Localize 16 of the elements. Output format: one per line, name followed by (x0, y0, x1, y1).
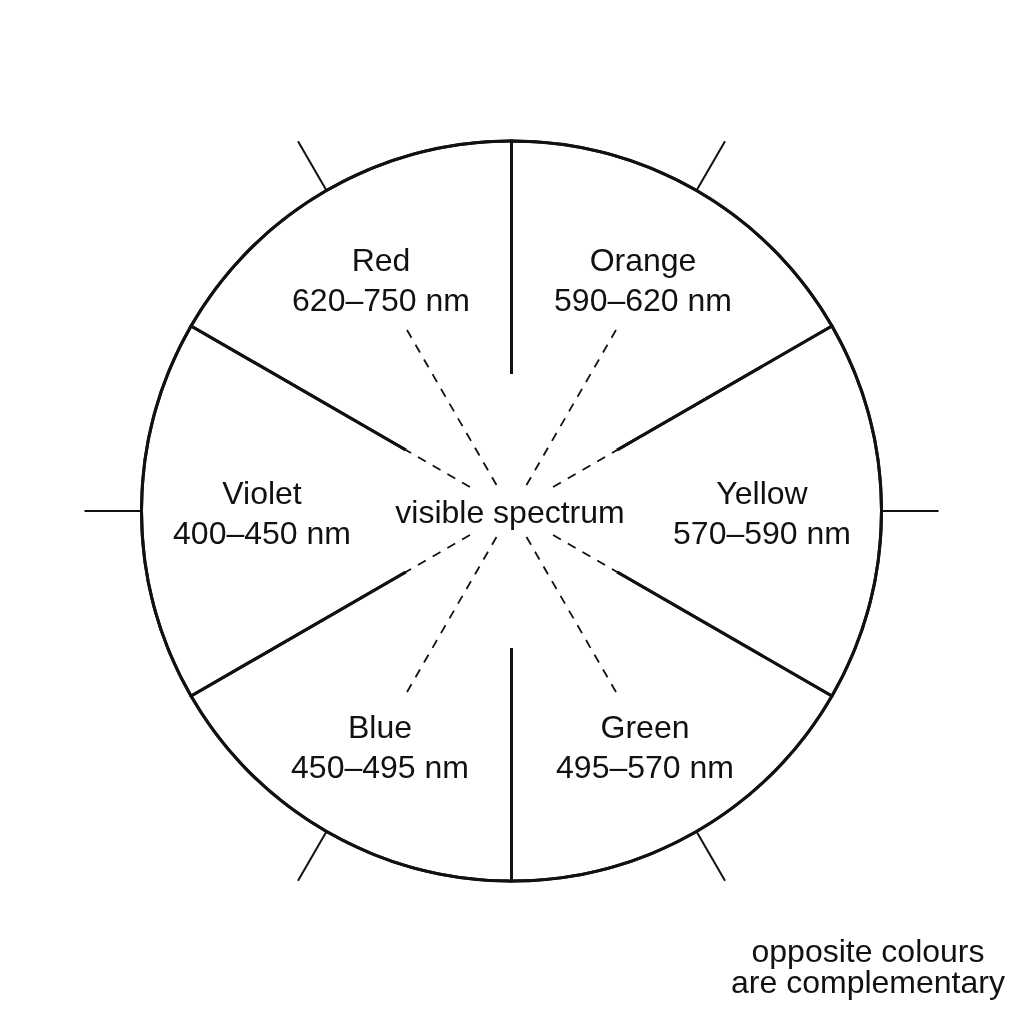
color-name: Blue (348, 708, 412, 746)
color-name: Violet (222, 474, 302, 512)
wavelength-range: 450–495 nm (291, 748, 469, 786)
wavelength-range: 495–570 nm (556, 748, 734, 786)
color-name: Green (600, 708, 690, 746)
wavelength-range: 570–590 nm (673, 514, 851, 552)
wheel-sector (188, 569, 515, 884)
color-name: Orange (589, 241, 697, 279)
wheel-sector (508, 569, 835, 884)
center-label: visible spectrum (395, 493, 625, 531)
color-name: Red (351, 241, 411, 279)
note-text: opposite colours are complementary (730, 936, 1006, 998)
wavelength-range: 590–620 nm (554, 281, 732, 319)
wavelength-range: 620–750 nm (292, 281, 470, 319)
color-name: Yellow (716, 474, 808, 512)
wavelength-range: 400–450 nm (173, 514, 351, 552)
